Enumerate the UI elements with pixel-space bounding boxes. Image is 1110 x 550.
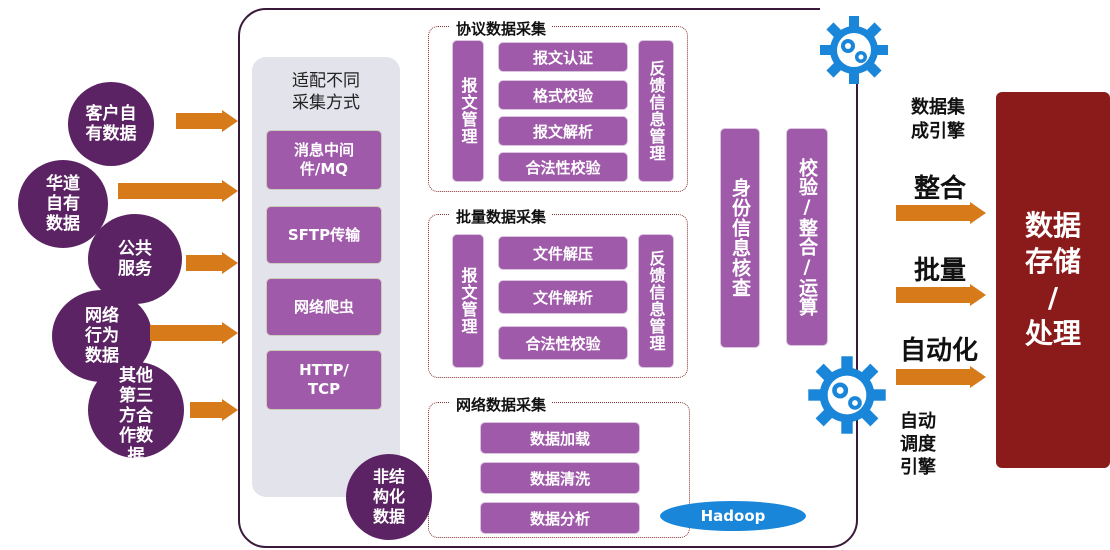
- hadoop-badge: Hadoop: [660, 501, 806, 531]
- batch-group: [428, 214, 688, 378]
- arrow-public: [186, 252, 238, 274]
- gear-icon: [808, 356, 886, 434]
- protocol-item: 格式校验: [498, 80, 628, 110]
- flow-label-automation: 自动化: [899, 336, 978, 366]
- gear-icon: [820, 16, 888, 84]
- arrow-integrate: [896, 202, 986, 224]
- arrow-batch: [896, 284, 986, 306]
- data-storage-processing: 数据 存储 / 处理: [996, 92, 1110, 468]
- source-public: 公共 服务: [88, 214, 182, 304]
- protocol-message-mgmt: 报文管理: [452, 40, 484, 182]
- method-mq: 消息中间 件/MQ: [266, 130, 382, 190]
- batch-feedback-mgmt: 反馈信息管理: [638, 234, 674, 368]
- arrow-huadao: [118, 180, 238, 202]
- arrow-automation: [896, 366, 986, 388]
- protocol-item: 合法性校验: [498, 152, 628, 182]
- adapter-panel: [252, 57, 400, 497]
- batch-item: 文件解析: [498, 280, 628, 314]
- flow-label-integrate: 整合: [913, 174, 966, 204]
- validate-merge-compute: 校验/整合/运算: [786, 128, 828, 346]
- method-crawler: 网络爬虫: [266, 278, 382, 336]
- unstructured-data: 非结 构化 数据: [346, 454, 432, 540]
- protocol-item: 报文认证: [498, 42, 628, 72]
- batch-group-title: 批量数据采集: [450, 206, 553, 227]
- network-item: 数据加载: [480, 422, 640, 454]
- method-http: HTTP/ TCP: [266, 350, 382, 410]
- batch-item: 文件解压: [498, 236, 628, 270]
- network-item: 数据清洗: [480, 462, 640, 494]
- protocol-item: 报文解析: [498, 116, 628, 146]
- flow-label-batch: 批量: [913, 256, 966, 286]
- arrow-third-party: [190, 399, 238, 421]
- network-group-title: 网络数据采集: [450, 394, 553, 415]
- protocol-group-title: 协议数据采集: [450, 18, 553, 39]
- network-item: 数据分析: [480, 502, 640, 534]
- arrow-network: [150, 322, 238, 344]
- method-sftp: SFTP传输: [266, 206, 382, 264]
- integration-engine-label: 数据集 成引擎: [911, 97, 965, 142]
- source-customer: 客户自 有数据: [68, 82, 154, 166]
- adapter-title: 适配不同 采集方式: [292, 71, 360, 113]
- batch-item: 合法性校验: [498, 326, 628, 360]
- source-third-party: 其他 第三 方合 作数 据: [88, 362, 184, 458]
- scheduler-engine-label: 自动 调度 引擎: [900, 411, 936, 478]
- identity-check: 身份信息核查: [720, 128, 760, 348]
- arrow-customer: [176, 110, 238, 132]
- protocol-feedback-mgmt: 反馈信息管理: [638, 40, 674, 182]
- protocol-group: [428, 26, 688, 192]
- network-group: [428, 402, 690, 538]
- source-huadao: 华道 自有 数据: [18, 160, 108, 248]
- batch-message-mgmt: 报文管理: [452, 234, 484, 368]
